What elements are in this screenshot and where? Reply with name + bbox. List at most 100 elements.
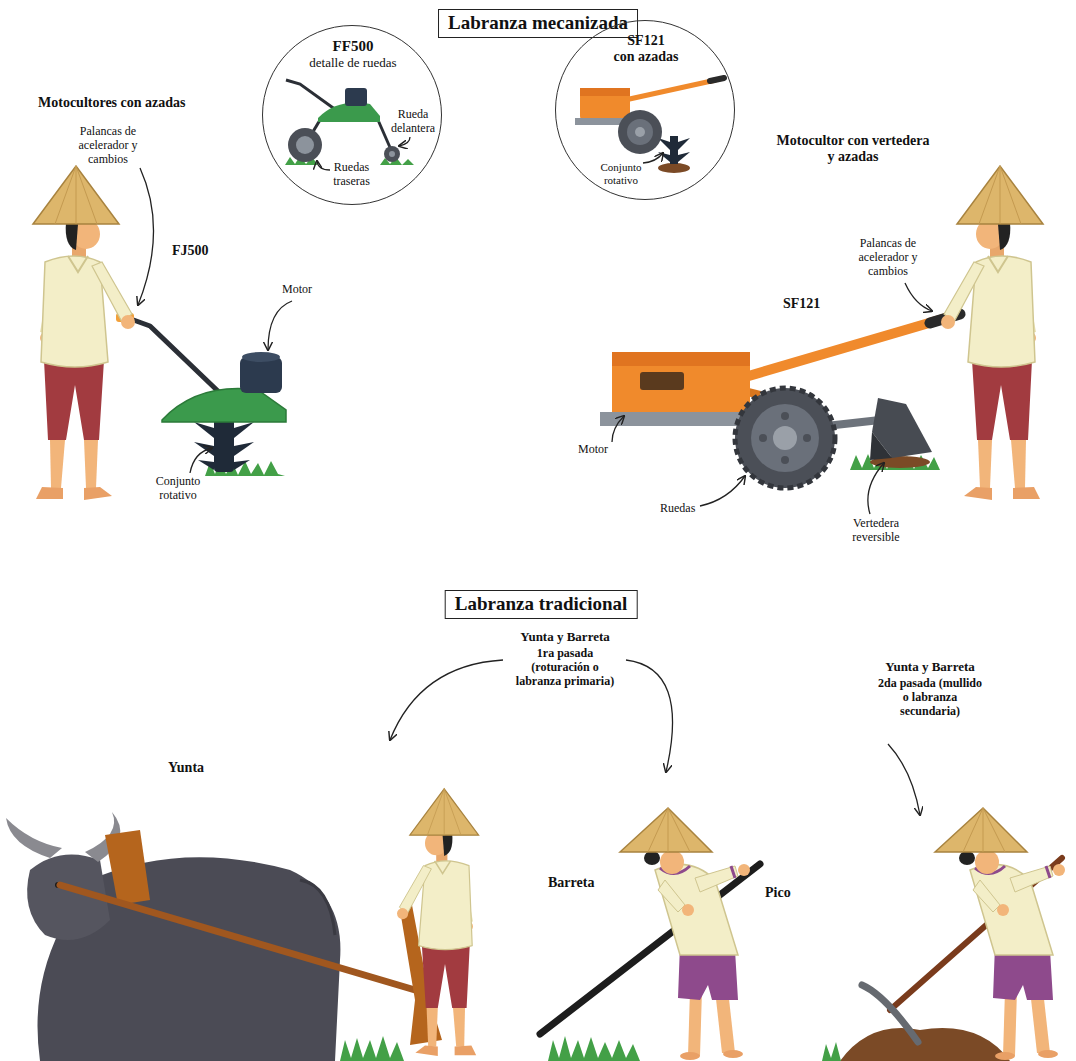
illustration-part [300,880,335,935]
farmer-barreta [620,808,750,1060]
model-label: FJ500 [172,243,209,259]
illustration-part [6,818,62,858]
sf121-tiller [600,314,960,488]
illustration-part [710,78,724,81]
part-label: Rueda delantera [388,108,438,136]
leader-arrows [138,137,932,815]
farmer-right [941,166,1043,500]
illustration-part [234,460,250,470]
illustration-part [162,389,286,422]
illustration-part [670,136,678,164]
tool-label: Pico [765,885,791,901]
illustration-part [317,161,330,170]
step-heading: Yunta y Barreta [505,630,625,645]
part-label: Ruedas traseras [329,161,374,189]
illustration-part [214,418,234,472]
illustration-part [822,1042,841,1061]
illustration-part [735,318,946,380]
illustration-part [288,128,322,162]
detail-circle: SF121con azadasConjunto rotativo [555,20,735,200]
circle-title: FF500 [263,38,443,55]
illustration-part [735,388,835,488]
tool-label: Barreta [548,875,594,891]
fj500-tiller [116,313,286,476]
illustration-part [678,152,690,162]
illustration-part [389,151,395,157]
illustration-part [612,416,624,442]
illustration-part [240,357,282,393]
heading-text: Labranza tradicional [455,593,628,615]
illustration-part [612,352,750,366]
illustration-part [198,460,214,470]
step-note: 1ra pasada (roturación o labranza primar… [512,647,618,688]
illustration-part [345,88,367,106]
illustration-part [618,110,662,154]
section-heading: Labranza mecanizada [438,9,638,38]
illustration-part [759,434,767,442]
illustration-part [190,448,212,473]
sf121-detail [575,78,724,173]
part-label: Conjunto rotativo [150,475,206,503]
illustration-part [60,885,415,990]
illustration-part [384,146,400,162]
model-label: SF121 [783,296,820,312]
illustration-part [905,283,932,311]
illustration-part [105,830,150,905]
illustration-part [626,660,673,772]
part-label: Ruedas [660,502,695,516]
illustration-part [390,660,503,740]
tool-label: Yunta [168,760,204,776]
illustration-part [234,442,254,456]
illustration-part [194,442,214,456]
illustration-part [781,456,789,464]
part-label: Motor [282,283,312,297]
illustration-part [627,119,653,145]
farmer-pico [935,808,1065,1060]
illustration-part [234,422,254,438]
illustration-part [128,318,222,395]
illustration-part [658,163,690,173]
illustration-part [803,434,811,442]
illustration-part [399,137,410,146]
illustration-part [580,88,630,120]
illustration-part [268,301,292,350]
step-heading: Yunta y Barreta [870,660,990,675]
illustration-part [242,352,280,362]
illustration-part [643,153,663,163]
illustration-part [751,404,819,472]
circle-subtitle: detalle de ruedas [263,56,443,71]
illustration-part [862,985,918,1042]
illustration-part [868,463,884,514]
illustration-part [700,476,745,506]
illustration-part [286,80,336,110]
illustration-part [625,80,716,100]
part-label: Palancas de acelerador y cambios [858,237,918,278]
illustration-part [840,1028,1010,1061]
illustration-part [640,372,684,390]
step-note: 2da pasada (mullido o labranza secundari… [875,677,985,718]
illustration-part [888,744,920,815]
section-heading: Labranza tradicional [445,590,638,619]
illustration-part [612,352,750,414]
circle-subtitle: con azadas [556,49,736,65]
illustration-part [194,422,214,438]
circle-title: SF121 [556,33,736,49]
farmer-plough [397,789,479,1056]
group-heading: Motocultor con vertedera y azadas [772,133,934,165]
illustration-part [340,1036,404,1061]
part-label: Conjunto rotativo [596,161,646,186]
illustration-part [773,426,797,450]
farmer-left [33,166,135,500]
part-label: Motor [578,443,608,457]
illustration-part [296,136,314,154]
buffalo-yoke [6,812,442,1061]
illustration-part [781,412,789,420]
detail-circle: FF500detalle de ruedasRuedas traseras Rue… [262,25,442,205]
illustration-part [548,1036,640,1061]
illustration-part [678,138,690,150]
heading-text: Labranza mecanizada [448,12,628,34]
illustration-part [635,127,645,137]
part-label: Vertedera reversible [848,517,904,545]
